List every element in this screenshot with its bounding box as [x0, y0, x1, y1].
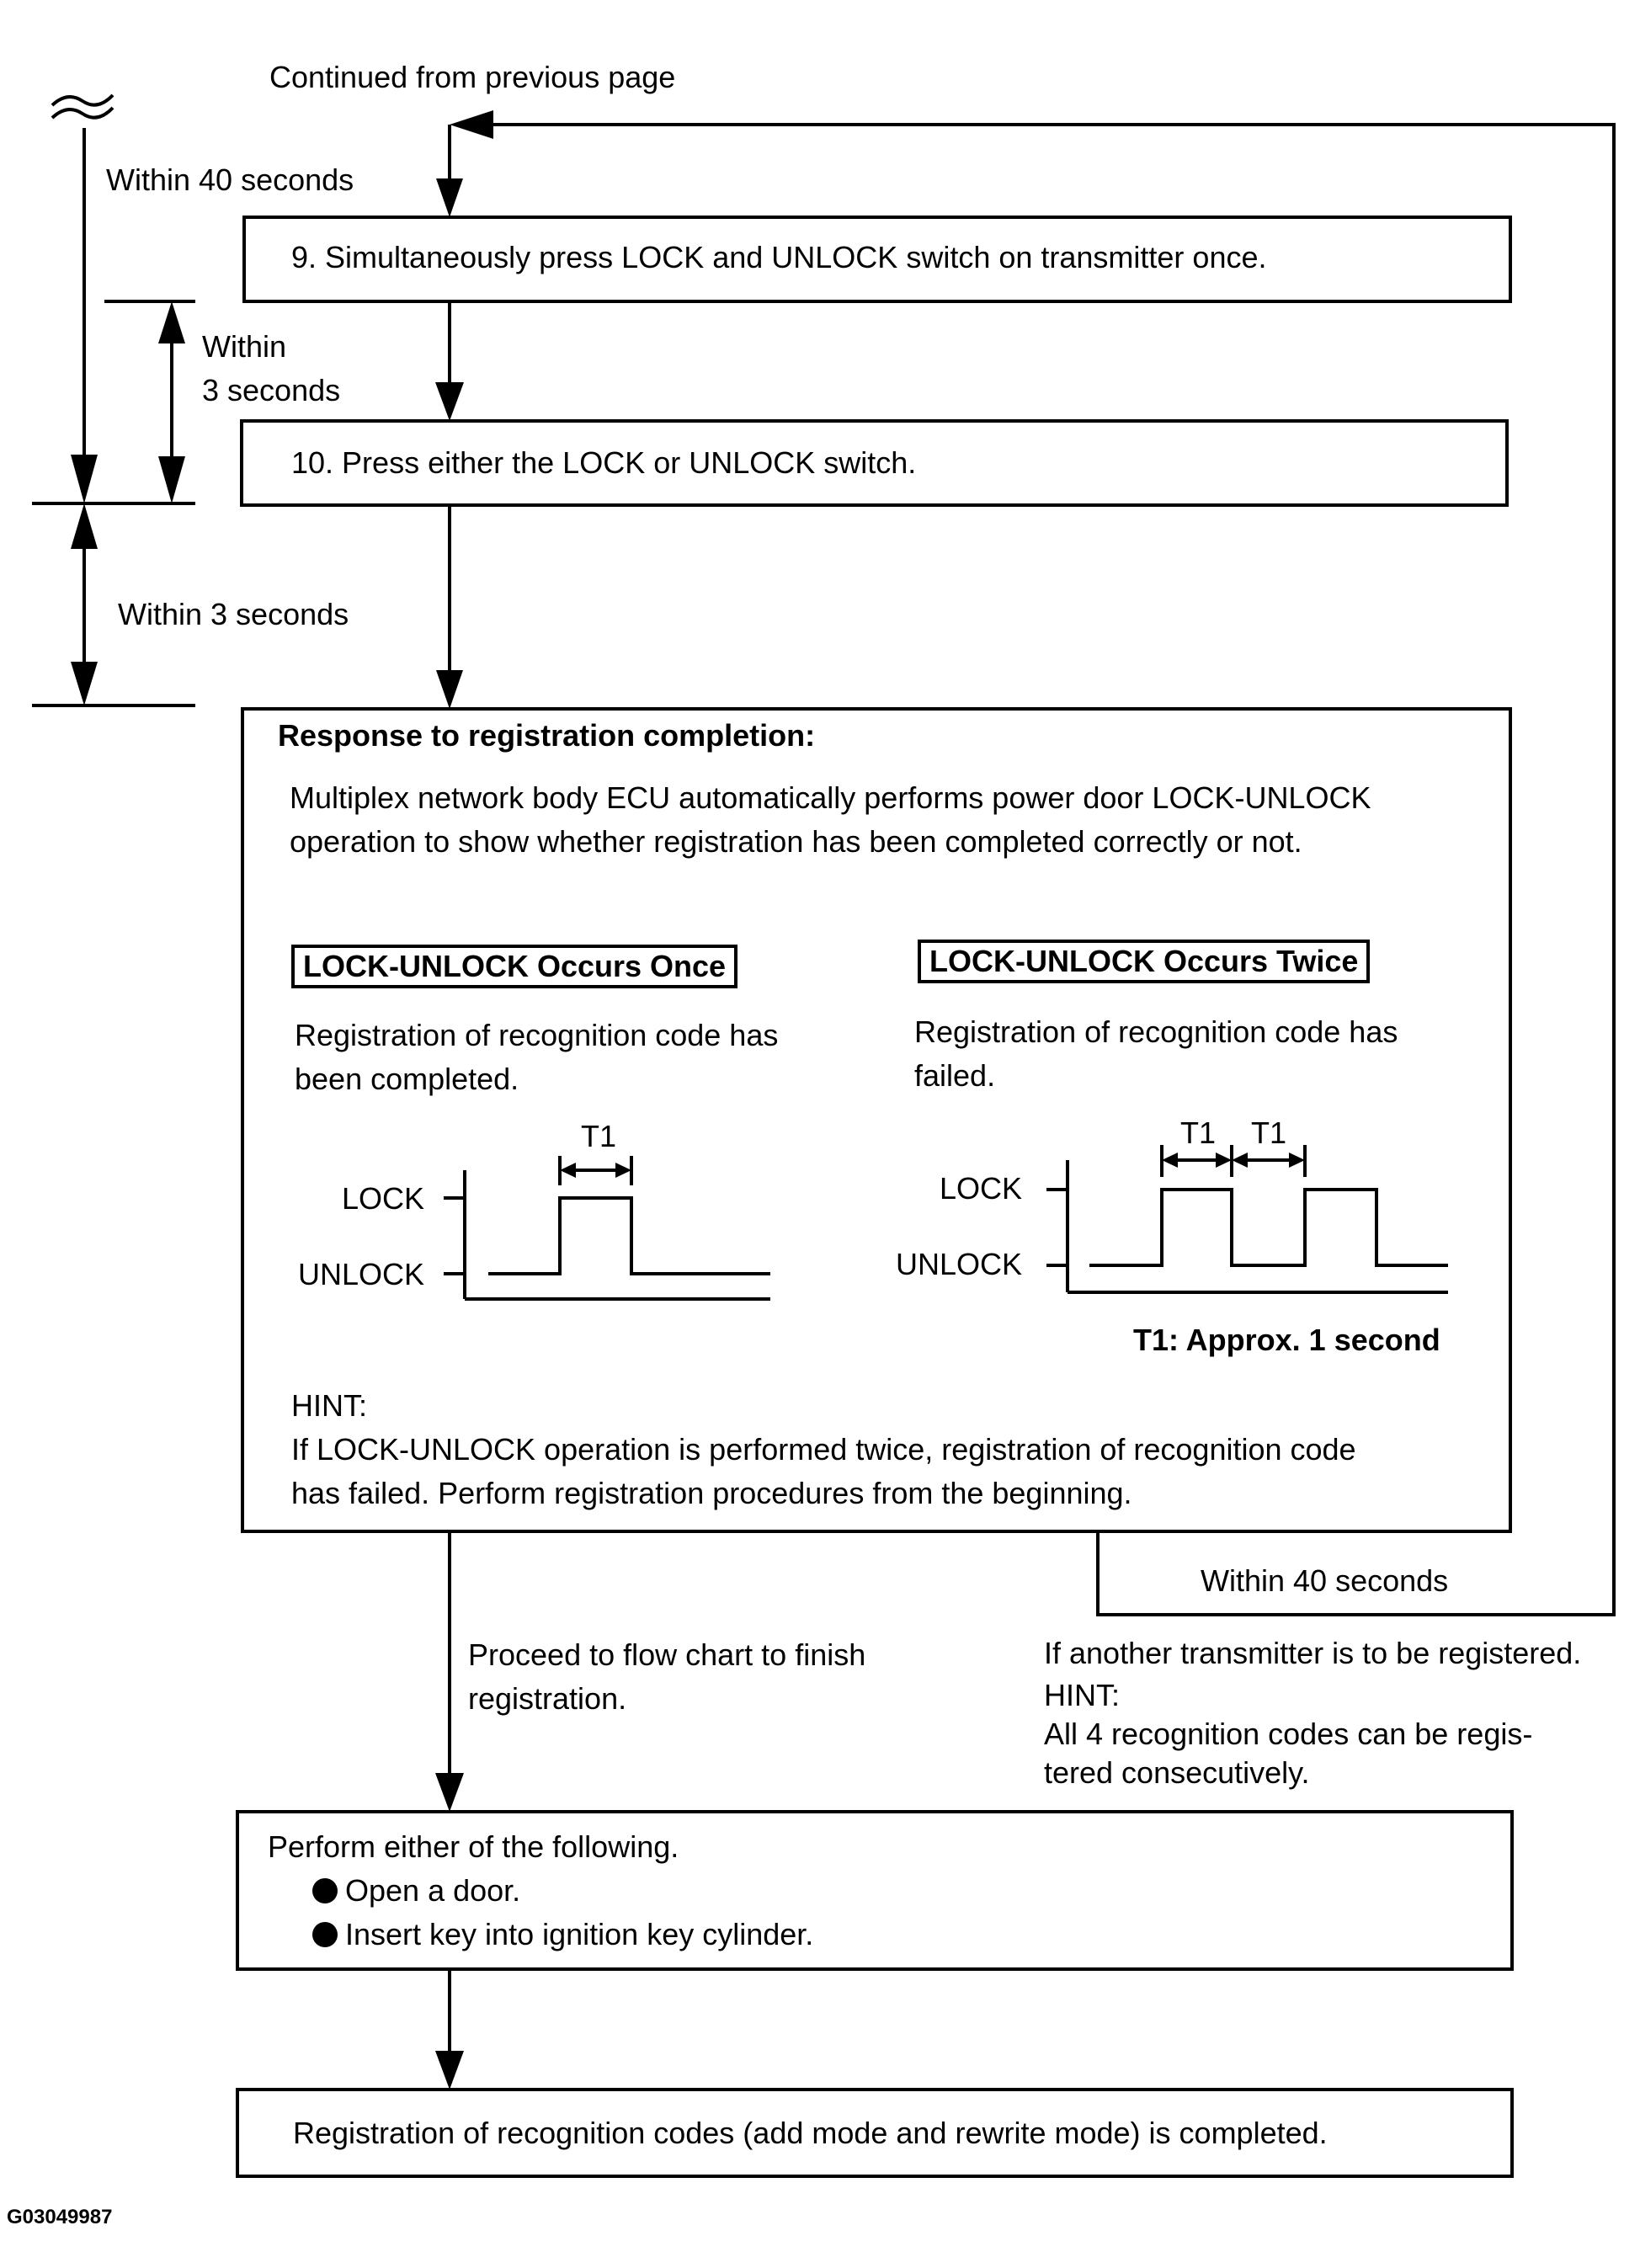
t1-label: T1 — [581, 1119, 617, 1153]
final-text: Registration of recognition codes (add m… — [293, 2116, 1328, 2150]
arrowhead — [71, 662, 98, 705]
loop-back-line — [488, 123, 1616, 1616]
twice-tag: LOCK-UNLOCK Occurs Twice — [918, 940, 1371, 983]
branches-hint-line2: tered consecutively. — [1044, 1755, 1310, 1790]
another-transmitter: If another transmitter is to be register… — [1044, 1636, 1582, 1670]
within-40-loop-label: Within 40 seconds — [1201, 1563, 1449, 1598]
arrowhead — [1162, 1153, 1178, 1168]
step10-text: 10. Press either the LOCK or UNLOCK swit… — [291, 445, 917, 480]
bullet — [312, 1922, 338, 1947]
figure-id: G03049987 — [7, 2206, 113, 2228]
arrowhead — [450, 110, 493, 139]
bullet — [312, 1878, 338, 1903]
response-box — [241, 707, 1512, 1533]
perform-box — [236, 1810, 1514, 1971]
once-desc-line1: Registration of recognition code has — [295, 1018, 779, 1052]
arrowhead — [615, 1163, 631, 1178]
arrowhead — [436, 178, 463, 217]
step10-box — [240, 419, 1509, 507]
t1-label: T1 — [1180, 1115, 1217, 1150]
once-unlock-label: UNLOCK — [298, 1257, 425, 1291]
arrowhead — [435, 382, 464, 421]
response-desc-line2: operation to show whether registration h… — [290, 824, 1302, 859]
twice-desc-line2: failed. — [914, 1058, 996, 1093]
arrowhead — [158, 301, 185, 343]
within-40-label: Within 40 seconds — [106, 162, 354, 197]
arrowhead — [435, 2051, 464, 2090]
continued-label: Continued from previous page — [269, 60, 676, 94]
perform-item-insert-key: Insert key into ignition key cylinder. — [345, 1917, 814, 1951]
branches-hint-label: HINT: — [1044, 1678, 1120, 1712]
arrowhead — [1289, 1153, 1305, 1168]
within-3a-label-line1: Within — [202, 329, 287, 364]
twice-waveform — [1089, 1188, 1448, 1267]
twice-lock-label: LOCK — [940, 1171, 1023, 1206]
branches-hint-line1: All 4 recognition codes can be regis- — [1044, 1717, 1533, 1751]
response-hint-label: HINT: — [291, 1388, 367, 1423]
once-desc-line2: been completed. — [295, 1062, 519, 1096]
arrowhead — [1216, 1153, 1232, 1168]
perform-intro: Perform either of the following. — [268, 1829, 679, 1864]
arrowhead — [158, 456, 185, 503]
arrowhead — [1232, 1153, 1248, 1168]
break-mark — [51, 106, 114, 120]
step9-box — [242, 216, 1512, 303]
response-hint-line2: has failed. Perform registration procedu… — [291, 1476, 1132, 1510]
response-desc-line1: Multiplex network body ECU automatically… — [290, 780, 1371, 815]
t1-label: T1 — [1251, 1115, 1287, 1150]
arrowhead — [560, 1163, 576, 1178]
proceed-line1: Proceed to flow chart to finish — [468, 1637, 866, 1672]
arrowhead — [435, 1773, 464, 1812]
twice-desc-line1: Registration of recognition code has — [914, 1014, 1398, 1049]
arrowhead — [436, 670, 463, 709]
proceed-line2: registration. — [468, 1681, 627, 1716]
once-tag: LOCK-UNLOCK Occurs Once — [291, 945, 738, 988]
response-hint-line1: If LOCK-UNLOCK operation is performed tw… — [291, 1432, 1356, 1467]
final-box — [236, 2088, 1514, 2178]
twice-unlock-label: UNLOCK — [896, 1247, 1023, 1281]
response-title: Response to registration completion: — [278, 718, 816, 753]
perform-item-open-door: Open a door. — [345, 1873, 521, 1908]
arrowhead — [71, 503, 98, 549]
break-mark — [51, 93, 114, 107]
within-3b-label: Within 3 seconds — [118, 597, 349, 631]
arrowhead — [71, 455, 98, 503]
step9-text: 9. Simultaneously press LOCK and UNLOCK … — [291, 240, 1267, 274]
t1-note: T1: Approx. 1 second — [1133, 1323, 1440, 1357]
within-3a-label-line2: 3 seconds — [202, 373, 341, 407]
once-lock-label: LOCK — [342, 1181, 425, 1216]
once-waveform — [488, 1196, 770, 1275]
